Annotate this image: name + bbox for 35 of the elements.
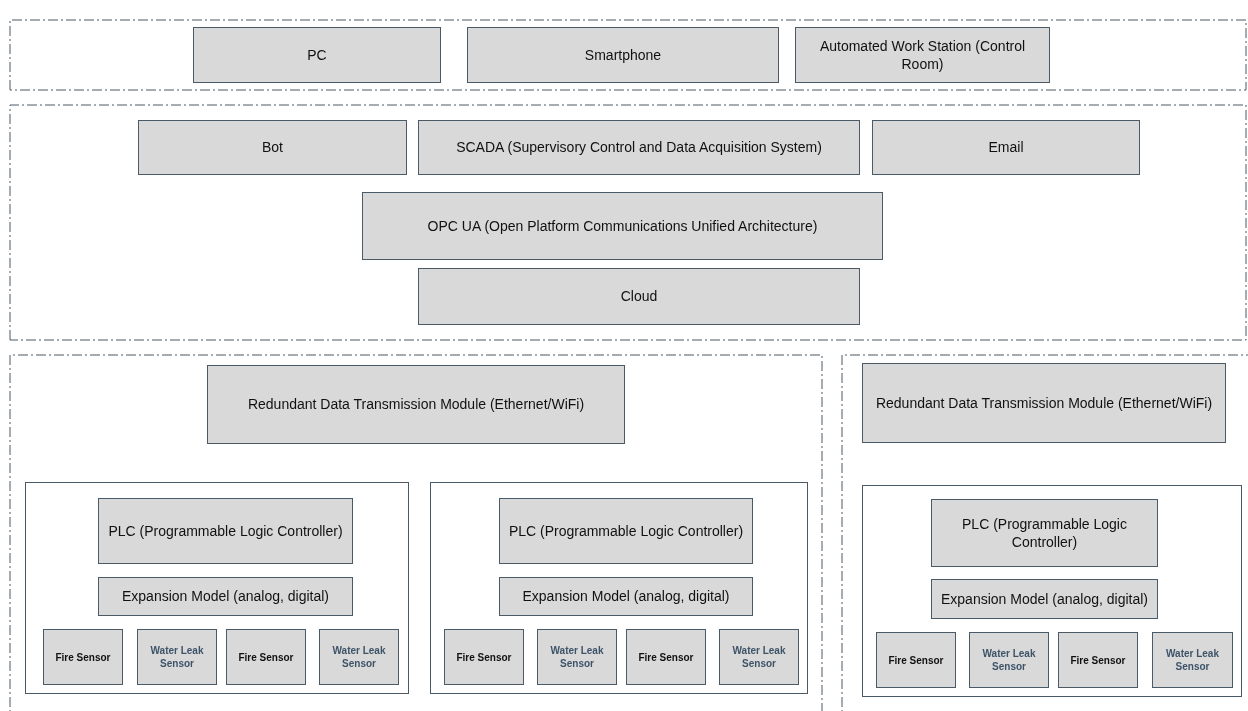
sensor-box: Fire Sensor	[1058, 632, 1138, 688]
component-box: Expansion Model (analog, digital)	[931, 579, 1158, 619]
component-box: Email	[872, 120, 1140, 175]
module-panel	[25, 482, 409, 694]
sensor-box: Water Leak Sensor	[319, 629, 399, 685]
component-box: SCADA (Supervisory Control and Data Acquisition System)	[418, 120, 860, 175]
component-box: Cloud	[418, 268, 860, 325]
module-panel	[862, 485, 1242, 697]
dash-dot-group-frame	[10, 20, 1246, 90]
sensor-box: Water Leak Sensor	[137, 629, 217, 685]
component-box: PLC (Programmable Logic Controller)	[931, 499, 1158, 567]
component-box: PLC (Programmable Logic Controller)	[98, 498, 353, 564]
component-box: Expansion Model (analog, digital)	[98, 577, 353, 616]
dash-dot-group-frame	[10, 355, 822, 711]
sensor-box: Water Leak Sensor	[969, 632, 1049, 688]
component-box: Smartphone	[467, 27, 779, 83]
module-panel	[430, 482, 808, 694]
component-box: PLC (Programmable Logic Controller)	[499, 498, 753, 564]
component-box: OPC UA (Open Platform Communications Unified Architecture)	[362, 192, 883, 260]
component-box: Automated Work Station (Control Room)	[795, 27, 1050, 83]
sensor-box: Water Leak Sensor	[1152, 632, 1233, 688]
sensor-box: Water Leak Sensor	[719, 629, 799, 685]
sensor-box: Fire Sensor	[876, 632, 956, 688]
dash-dot-group-frame	[842, 355, 1248, 711]
sensor-box: Fire Sensor	[626, 629, 706, 685]
dash-dot-group-frame	[10, 105, 1246, 340]
component-box: Bot	[138, 120, 407, 175]
sensor-box: Fire Sensor	[444, 629, 524, 685]
sensor-box: Water Leak Sensor	[537, 629, 617, 685]
component-box: PC	[193, 27, 441, 83]
component-box: Redundant Data Transmission Module (Ethernet/WiFi)	[862, 363, 1226, 443]
sensor-box: Fire Sensor	[43, 629, 123, 685]
component-box: Expansion Model (analog, digital)	[499, 577, 753, 616]
component-box: Redundant Data Transmission Module (Ethernet/WiFi)	[207, 365, 625, 444]
sensor-box: Fire Sensor	[226, 629, 306, 685]
